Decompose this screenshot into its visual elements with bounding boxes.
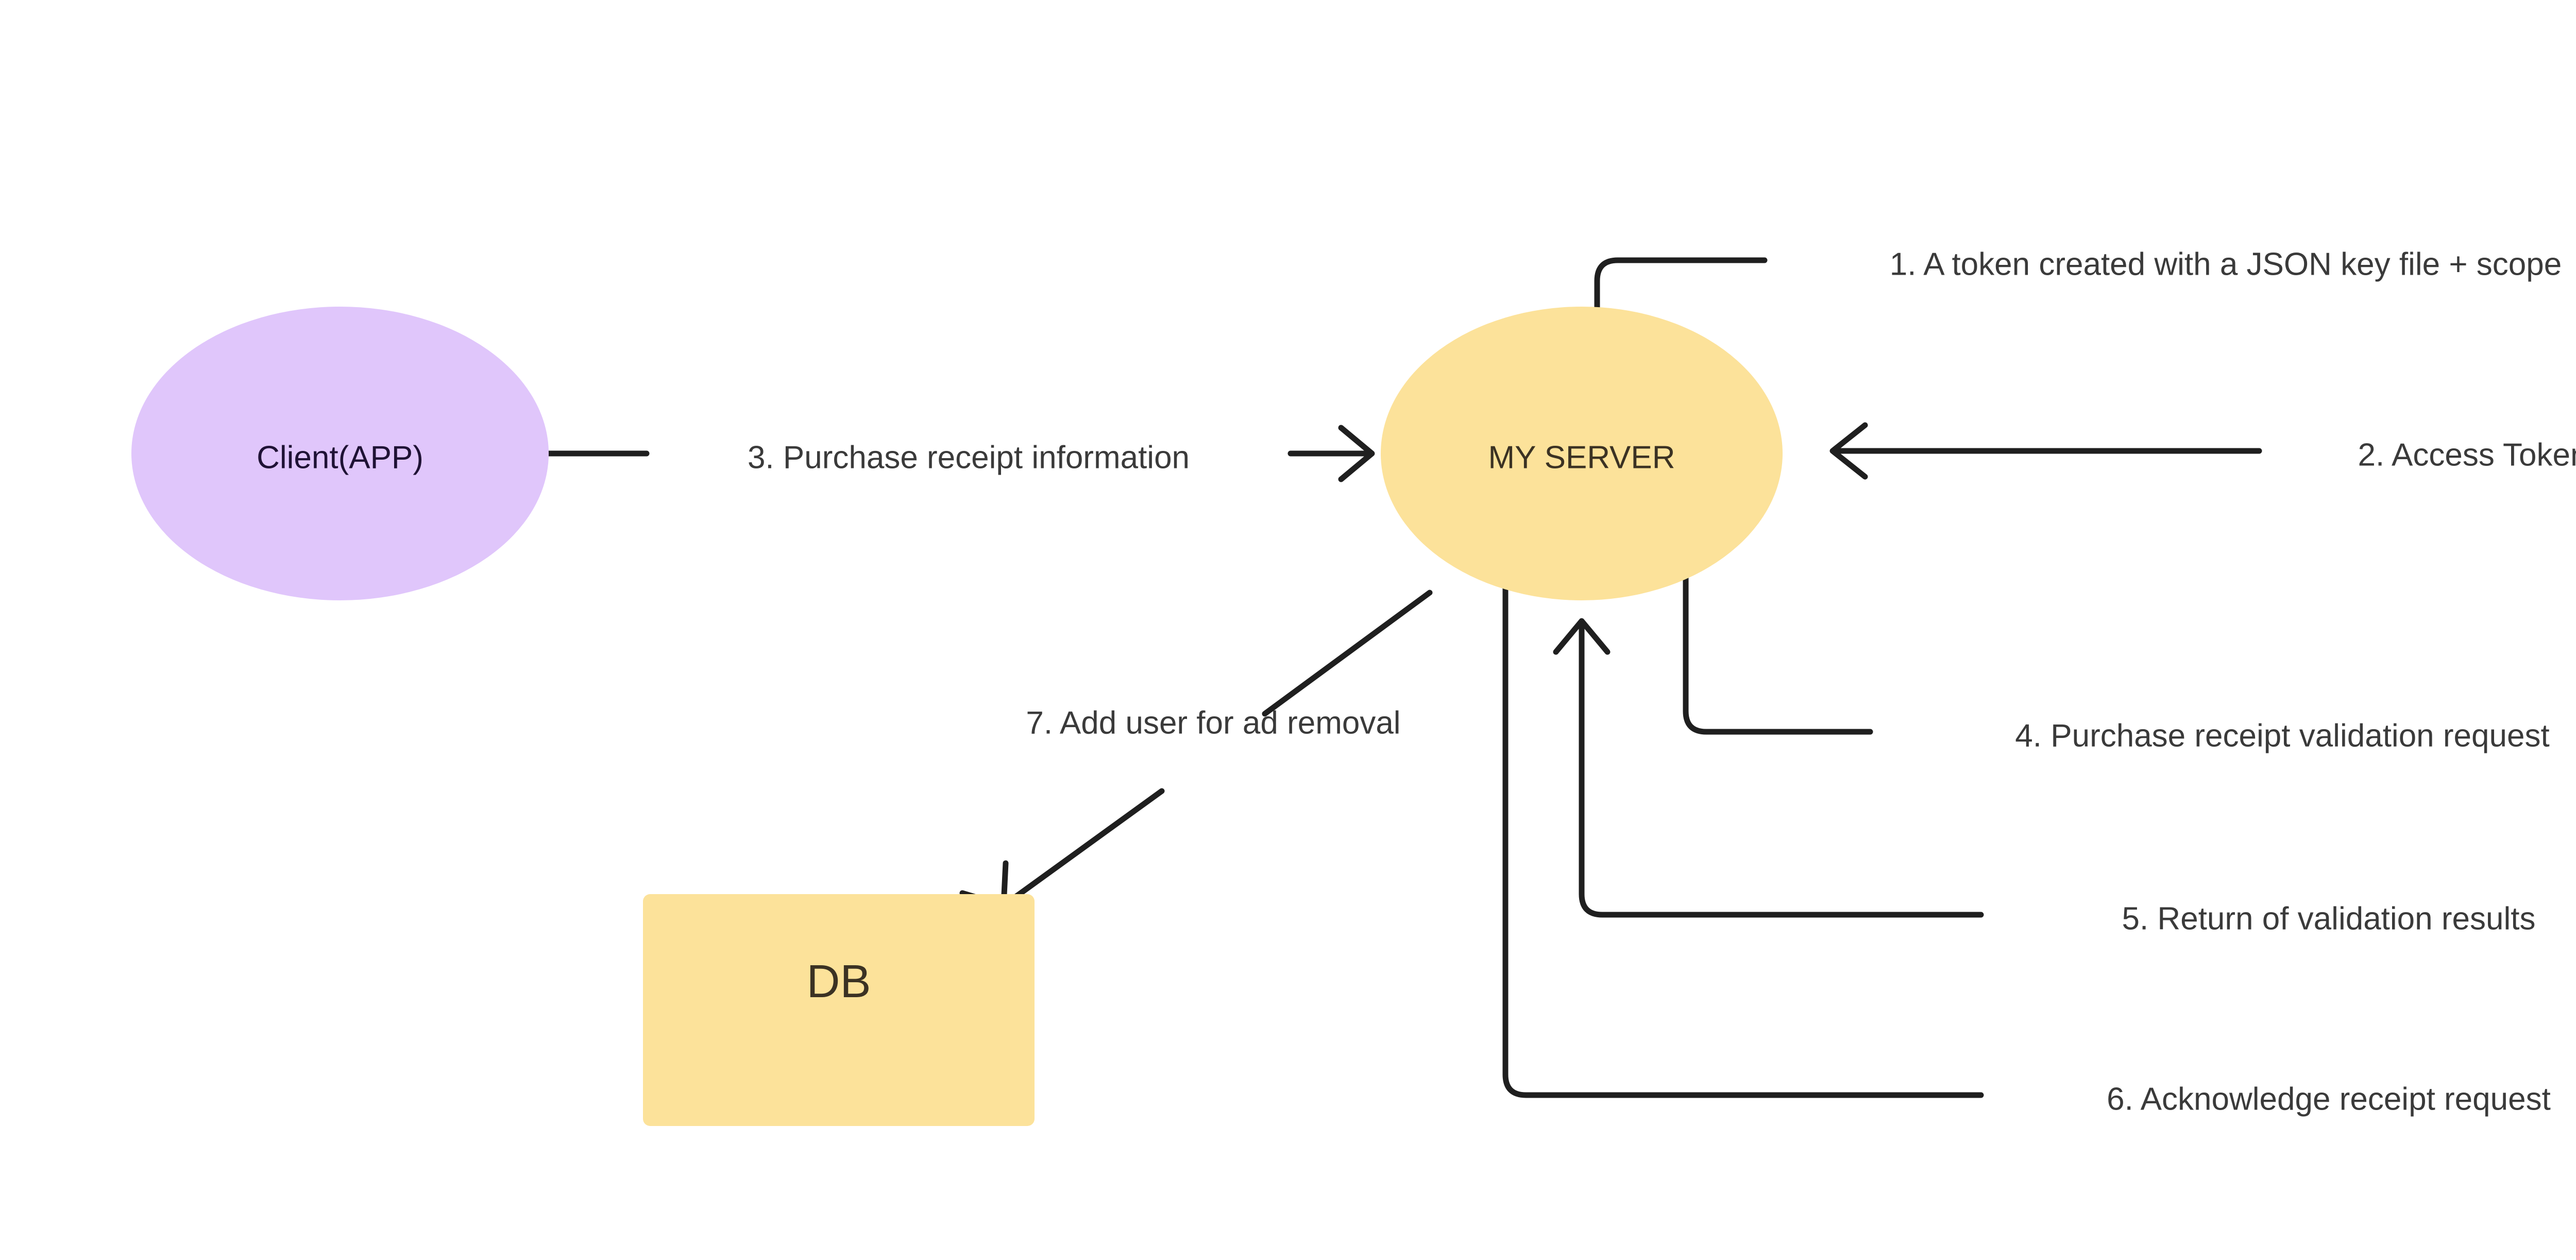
node-client[interactable]: Client(APP) — [131, 307, 549, 600]
edge-label-4: 4. Purchase receipt validation request — [2015, 718, 2549, 754]
node-client-label: Client(APP) — [257, 440, 423, 476]
edge-7-path — [1262, 590, 1433, 717]
node-db-shape[interactable] — [643, 894, 1035, 1126]
node-db[interactable]: DB — [643, 894, 1035, 1126]
edge-3-arrowhead — [1338, 425, 1375, 482]
edge-4-validation-request — [1683, 574, 1873, 735]
edge-1-path — [1594, 257, 1768, 315]
edge-label-6: 6. Acknowledge receipt request — [2107, 1082, 2551, 1117]
edge-4-path — [1683, 574, 1873, 735]
edge-6-path — [1502, 584, 1984, 1098]
node-client-shape[interactable] — [131, 307, 549, 600]
edge-label-3: 3. Purchase receipt information — [748, 440, 1190, 476]
edge-label-5: 5. Return of validation results — [2122, 901, 2536, 937]
edge-5-arrowhead — [1553, 618, 1611, 655]
edge-5-path-tail — [1579, 620, 1984, 918]
edge-5-validation-results — [1553, 618, 1984, 918]
edge-7-path-tail — [1004, 788, 1165, 906]
edge-2-arrowhead — [1829, 422, 1868, 480]
edge-1-token-request — [1594, 257, 1768, 315]
node-my-server-shape[interactable] — [1381, 307, 1783, 600]
edge-label-1: 1. A token created with a JSON key file … — [1890, 247, 2562, 282]
edge-3-purchase-receipt — [546, 425, 1375, 482]
edge-6-acknowledge-receipt — [1502, 584, 1984, 1098]
node-my-server-label: MY SERVER — [1488, 440, 1675, 476]
edge-label-7: 7. Add user for ad removal — [1026, 705, 1400, 741]
edge-7-add-user — [959, 590, 1433, 909]
edge-2-access-token — [1829, 422, 2262, 480]
edge-label-2: 2. Access Token — [2358, 438, 2576, 473]
node-my-server[interactable]: MY SERVER — [1381, 307, 1783, 600]
node-db-label: DB — [806, 956, 871, 1007]
